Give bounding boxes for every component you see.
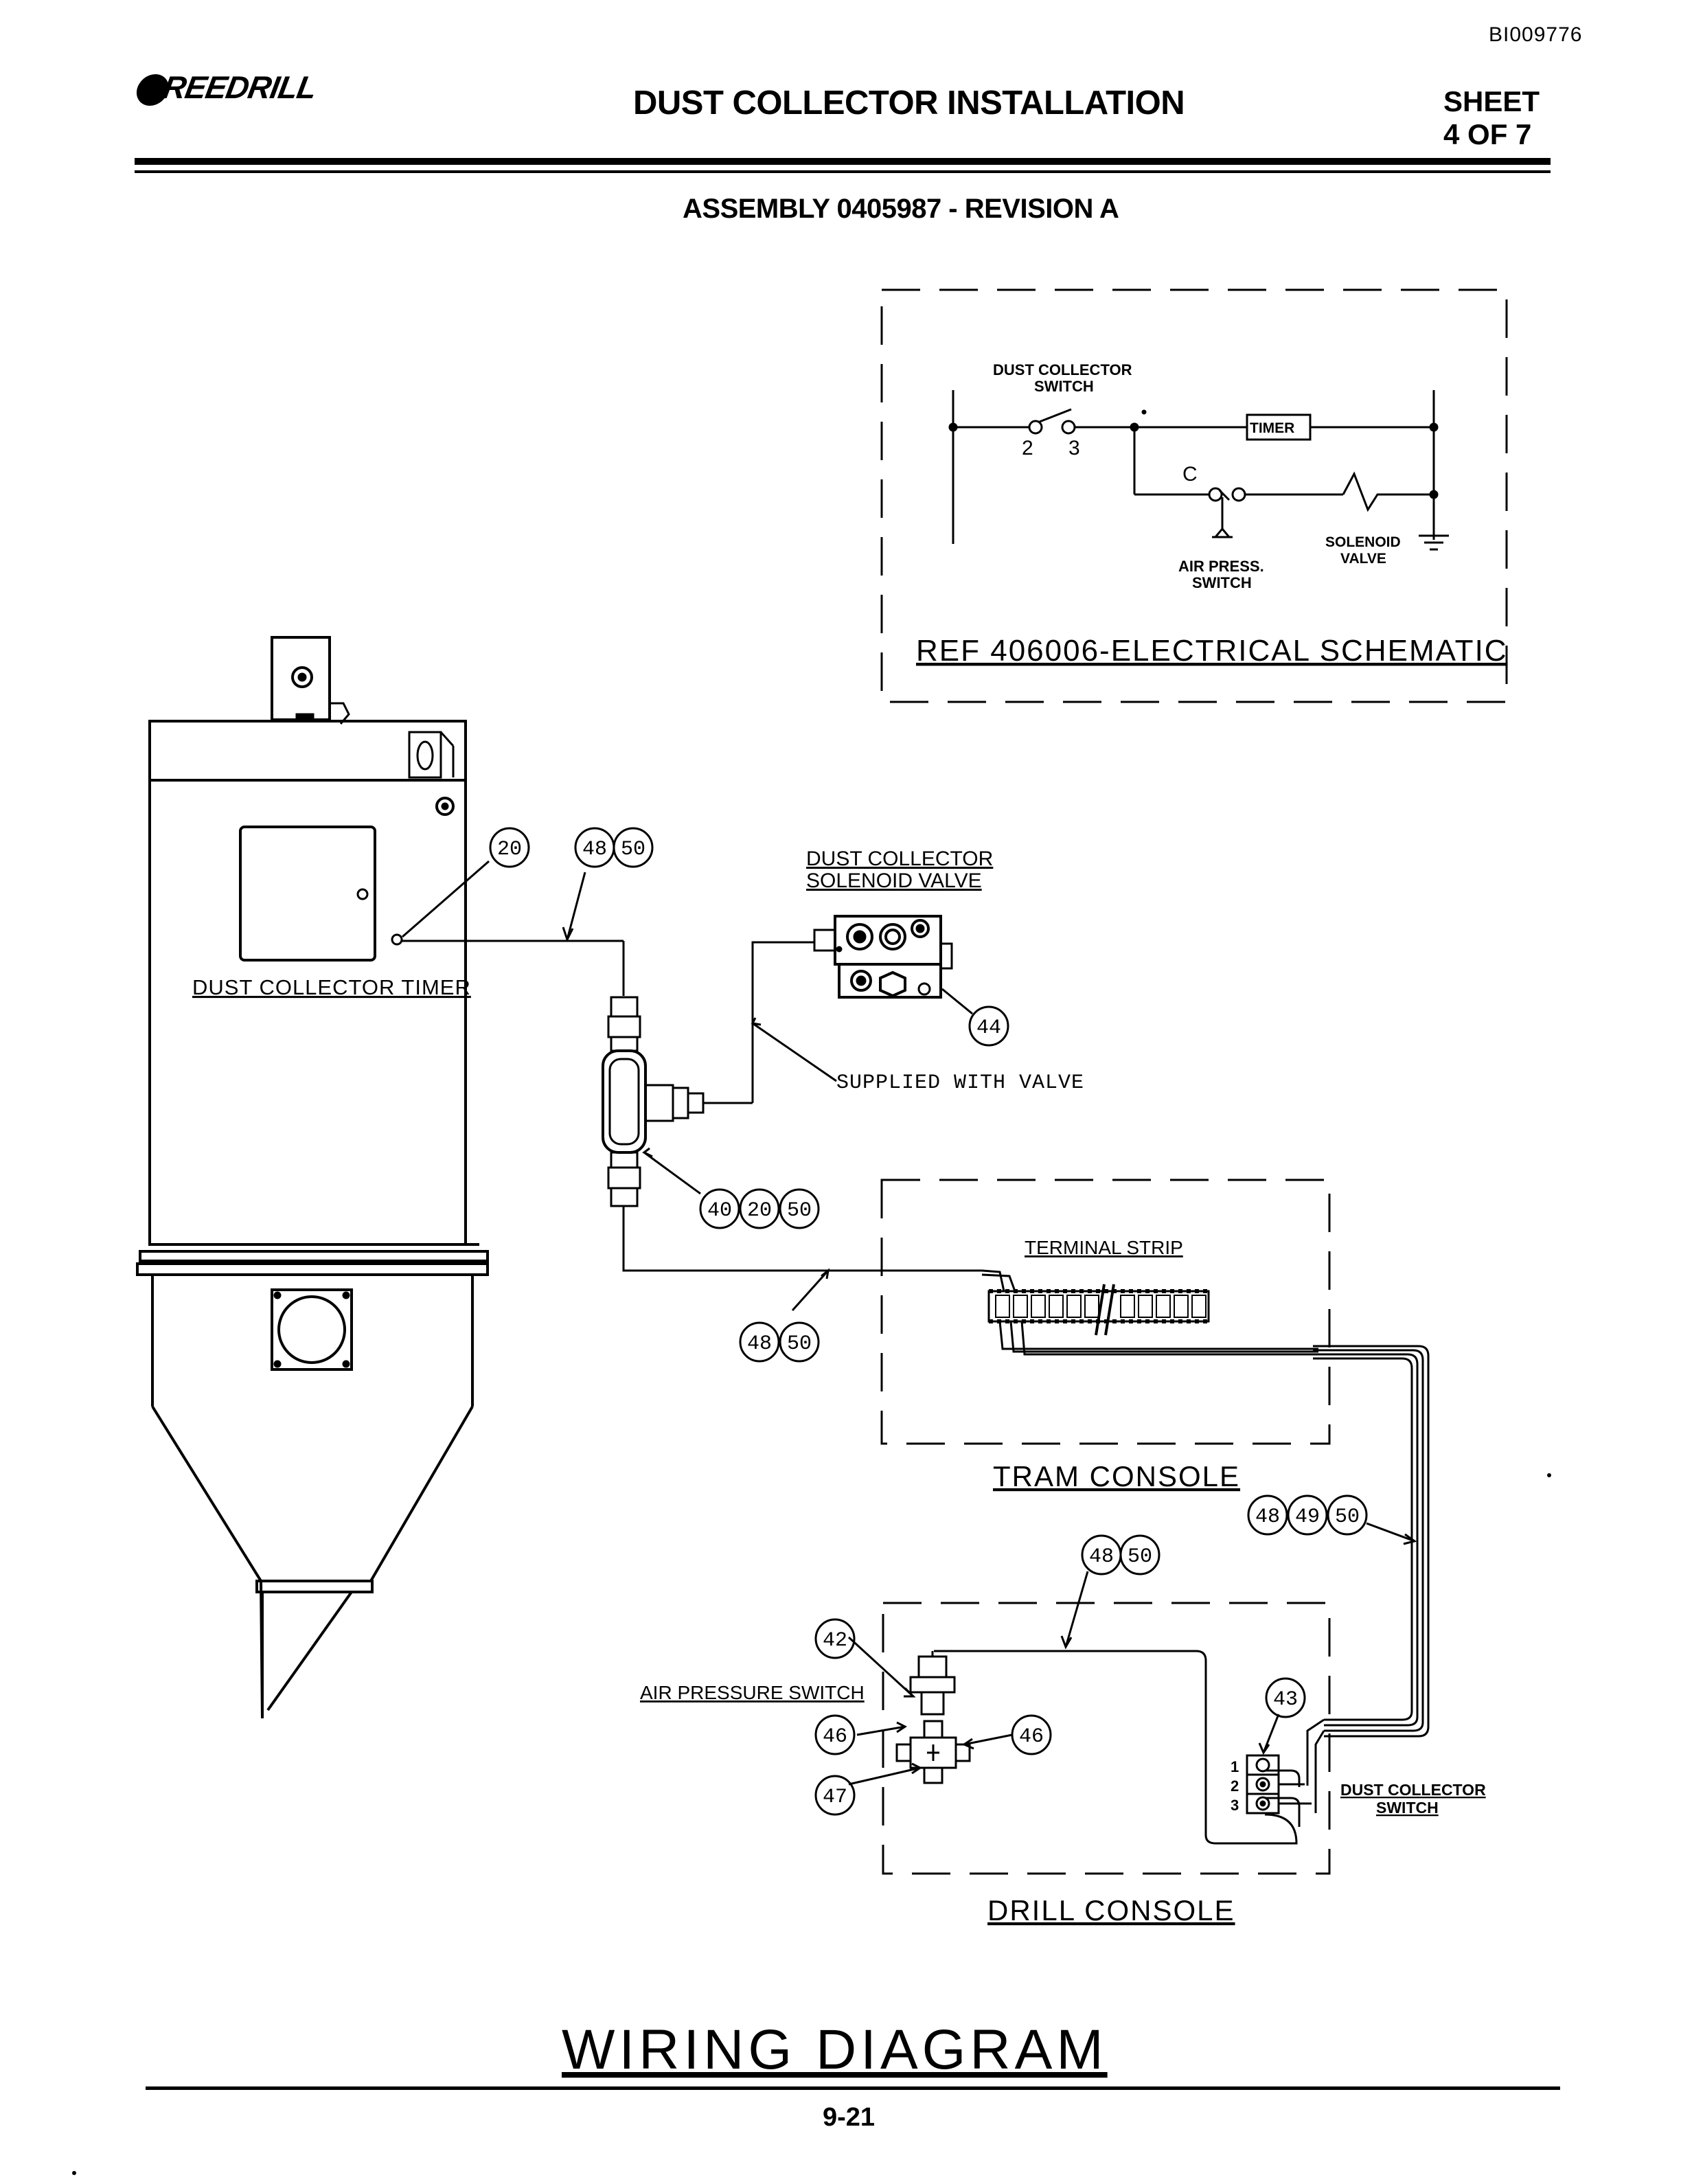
switch-pin-1: 1 xyxy=(1231,1758,1239,1775)
schematic-switch-label-2: SWITCH xyxy=(1034,378,1094,395)
schematic-solenoid-label-2: VALVE xyxy=(1340,551,1386,567)
cable-run-right xyxy=(1306,1345,1430,1813)
balloon-20-b: 20 xyxy=(747,1199,772,1222)
schematic-reference: REF 406006-ELECTRICAL SCHEMATIC xyxy=(916,634,1508,668)
balloon-50-b: 50 xyxy=(787,1199,812,1222)
tram-console-label: TRAM CONSOLE xyxy=(993,1460,1240,1492)
schematic-contact-c: C xyxy=(1182,463,1198,486)
item-balloons xyxy=(489,827,1368,1816)
balloon-40: 40 xyxy=(707,1199,732,1222)
drill-console-label: DRILL CONSOLE xyxy=(987,1894,1235,1926)
wire-run-upper xyxy=(402,860,625,996)
balloon-50-a: 50 xyxy=(621,838,645,861)
balloon-46-a: 46 xyxy=(823,1725,847,1749)
diagram-title: WIRING DIAGRAM xyxy=(562,2018,1108,2081)
terminal-strip-label: TERMINAL STRIP xyxy=(1025,1237,1183,1258)
air-pressure-switch-label: AIR PRESSURE SWITCH xyxy=(640,1682,865,1703)
balloon-48-c: 48 xyxy=(747,1332,772,1356)
schematic-switch-pin-3: 3 xyxy=(1068,437,1080,459)
balloon-20-a: 20 xyxy=(497,838,522,861)
sheet-number: 4 OF 7 xyxy=(1443,118,1532,150)
schematic-solenoid-label-1: SOLENOID xyxy=(1325,534,1401,550)
timer-label: DUST COLLECTOR TIMER xyxy=(192,975,471,999)
drill-console: AIR PRESSURE SWITCH 1 2 3 DUST COLLECTOR… xyxy=(640,1571,1486,1926)
schematic-switch-label-1: DUST COLLECTOR xyxy=(993,361,1132,378)
balloon-44: 44 xyxy=(976,1016,1001,1040)
schematic-air-press-label-2: SWITCH xyxy=(1192,574,1252,591)
footer-rule xyxy=(146,2086,1560,2090)
assembly-title: ASSEMBLY 0405987 - REVISION A xyxy=(683,194,1119,224)
balloon-42: 42 xyxy=(823,1629,847,1652)
balloon-47: 47 xyxy=(823,1786,847,1809)
tram-console: TERMINAL STRIP TRAM CONSOLE xyxy=(880,1179,1331,1492)
document-id: BI009776 xyxy=(1489,23,1583,46)
page-number: 9-21 xyxy=(823,2103,876,2132)
balloon-50-e: 50 xyxy=(1128,1545,1152,1569)
solenoid-label-1: DUST COLLECTOR xyxy=(806,848,993,870)
dc-switch-label-1: DUST COLLECTOR xyxy=(1340,1781,1486,1799)
page-title: DUST COLLECTOR INSTALLATION xyxy=(633,84,1185,122)
switch-pin-2: 2 xyxy=(1231,1777,1239,1795)
balloon-48-a: 48 xyxy=(582,838,607,861)
schematic-box: DUST COLLECTOR SWITCH TIMER AIR PRESS. S… xyxy=(880,288,1508,703)
header-rule-thick xyxy=(135,158,1551,165)
balloon-46-b: 46 xyxy=(1019,1725,1044,1749)
schematic-timer-label: TIMER xyxy=(1250,420,1294,436)
header-rule-thin xyxy=(135,170,1551,173)
balloon-49: 49 xyxy=(1295,1505,1320,1529)
supplied-with-valve-label: SUPPLIED WITH VALVE xyxy=(836,1071,1084,1095)
solenoid-label-2: SOLENOID VALVE xyxy=(806,869,982,892)
dc-switch-label-2: SWITCH xyxy=(1376,1799,1439,1817)
schematic-switch-pin-2: 2 xyxy=(1022,437,1033,459)
balloon-50-d: 50 xyxy=(1335,1505,1360,1529)
conduit-tee-fitting xyxy=(602,941,982,1312)
switch-pin-3: 3 xyxy=(1231,1797,1239,1814)
solenoid-valve: DUST COLLECTOR SOLENOID VALVE xyxy=(806,848,993,1015)
balloon-50-c: 50 xyxy=(787,1332,812,1356)
schematic-air-press-label-1: AIR PRESS. xyxy=(1178,558,1264,575)
sheet-label: SHEET xyxy=(1443,85,1540,117)
balloon-48-e: 48 xyxy=(1089,1545,1114,1569)
dust-collector-body: DUST COLLECTOR TIMER xyxy=(136,636,489,1719)
balloon-43: 43 xyxy=(1273,1688,1298,1711)
balloon-20 xyxy=(489,827,530,868)
balloon-48-d: 48 xyxy=(1255,1505,1280,1529)
